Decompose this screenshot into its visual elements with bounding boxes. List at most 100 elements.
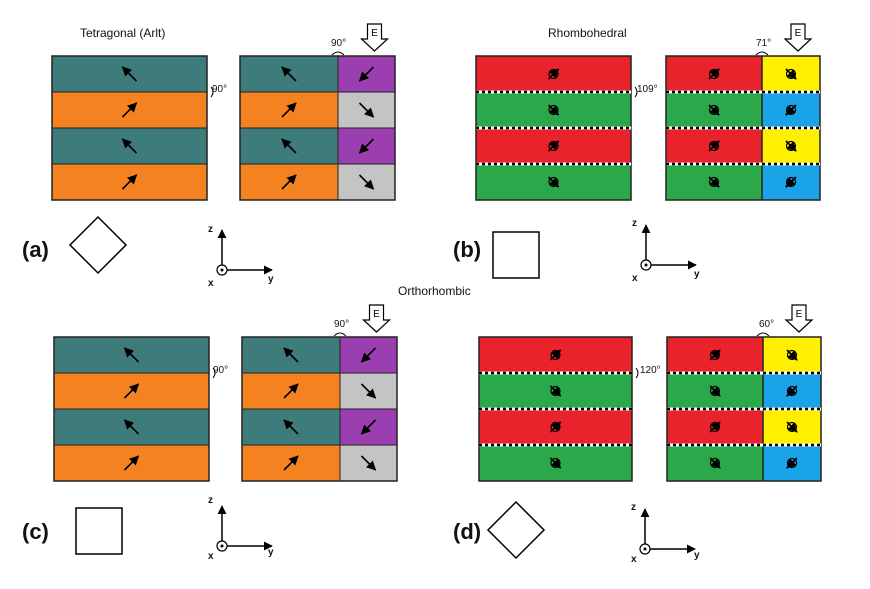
panel-a-polarization-arrow-2: [121, 102, 138, 118]
axis-z-b: z: [632, 218, 637, 229]
panel-c-switched-domain-3: [339, 408, 398, 446]
panel-c-switch-bracket: [333, 332, 347, 337]
panel-c-switched-arrow-1: [360, 347, 377, 363]
panel-b-right-polarization-2-arrow: [708, 104, 720, 116]
axis-y-a: y: [268, 274, 274, 285]
switch-angle-b: 71°: [756, 38, 772, 49]
axis-x-c: x: [208, 551, 214, 562]
panel-c-right-arrow-4: [283, 455, 299, 471]
panel-c-polarization-arrow-3: [123, 419, 140, 435]
panel-c-switched-arrow-3: [360, 419, 377, 435]
panel-a-switched-arrow-1: [358, 66, 375, 82]
panel-d-switched-polarization-2-arrow: [786, 385, 798, 397]
panel-b-field-arrow-label: E: [795, 28, 802, 39]
panel-a-field-arrow: [359, 23, 390, 52]
wall-angle-a: 90°: [212, 84, 228, 95]
panel-d-right-polarization-1-arrow: [709, 349, 721, 361]
panel-a-switched-arrow-4: [358, 174, 375, 190]
panel-label-d: (d): [453, 519, 482, 544]
panel-b-right-polarization-3-arrow: [708, 140, 720, 152]
title-orthorhombic: Orthorhombic: [398, 284, 471, 298]
panel-d-polarization-2-arrow: [549, 385, 562, 397]
panel-c-polarization-arrow-4: [123, 455, 140, 471]
axis-z-c: z: [208, 495, 213, 506]
axes-b-x-center: [644, 263, 648, 267]
panel-d-right-polarization-4-arrow: [709, 457, 721, 469]
wall-angle-c: 90°: [213, 365, 229, 376]
axis-x-d: x: [631, 554, 637, 565]
panel-b-right-polarization-4-arrow: [708, 176, 720, 188]
panel-c-right-block-border: [241, 336, 398, 482]
panel-c-wall-bracket: [212, 367, 216, 379]
axes-c-x-center: [220, 544, 224, 548]
panel-b-polarization-3-arrow: [547, 140, 560, 152]
unit-cell-b: [492, 231, 540, 279]
panel-d-polarization-3-arrow: [549, 421, 562, 433]
panel-b-switch-bracket: [755, 51, 769, 56]
panel-b-field-arrow: [783, 23, 813, 52]
panel-a-polarization-arrow-4: [121, 174, 138, 190]
panel-c-switched-arrow-2: [360, 383, 377, 399]
panel-d-wall-bracket: [635, 367, 639, 379]
panel-a-right-block-border: [239, 55, 396, 201]
panel-d-switched-polarization-4-arrow: [786, 457, 798, 469]
switch-angle-c: 90°: [334, 319, 350, 330]
panel-label-c: (c): [22, 519, 49, 544]
panel-label-b: (b): [453, 237, 482, 262]
panel-b-switched-polarization-2-arrow: [785, 104, 797, 116]
panel-label-a: (a): [22, 237, 49, 262]
switch-angle-d: 60°: [759, 319, 775, 330]
panel-a-field-arrow-label: E: [371, 28, 378, 39]
panel-a-right-arrow-3: [281, 138, 297, 154]
panel-d-polarization-1-arrow: [549, 349, 562, 361]
panel-a-right-arrow-1: [281, 66, 297, 82]
panel-d-switched-polarization-3-arrow: [786, 421, 798, 433]
panel-b-polarization-4-arrow: [547, 176, 560, 188]
panel-c-right-arrow-3: [283, 419, 299, 435]
panel-a-switch-bracket: [331, 51, 345, 56]
panel-b-polarization-1-arrow: [547, 68, 560, 80]
title-tetragonal: Tetragonal (Arlt): [80, 26, 166, 40]
panel-d-polarization-4-arrow: [549, 457, 562, 469]
panel-a-switched-arrow-2: [358, 102, 375, 118]
panel-a-right-arrow-2: [281, 102, 297, 118]
title-rhombohedral: Rhombohedral: [548, 26, 627, 40]
panel-c-field-arrow-label: E: [373, 309, 380, 320]
panel-d-right-polarization-3-arrow: [709, 421, 721, 433]
panel-c-polarization-arrow-1: [123, 347, 140, 363]
panel-b-polarization-2-arrow: [547, 104, 560, 116]
unit-cell-c: [75, 507, 123, 555]
panel-a-left-block-border: [51, 55, 208, 201]
unit-cell-d: [486, 500, 546, 560]
axes-a-x-center: [220, 268, 224, 272]
panel-d-switch-bracket: [756, 332, 770, 337]
axis-y-c: y: [268, 547, 274, 558]
panel-b-switched-polarization-4-arrow: [785, 176, 797, 188]
panel-c-right-arrow-1: [283, 347, 299, 363]
panel-b-switched-polarization-1-arrow: [785, 68, 797, 80]
panel-b-switched-polarization-3-arrow: [785, 140, 797, 152]
panel-a-polarization-arrow-1: [121, 66, 138, 82]
axis-z-d: z: [631, 502, 636, 513]
panel-a-wall-bracket: [210, 86, 214, 98]
panel-d-field-arrow-label: E: [796, 309, 803, 320]
wall-angle-d: 120°: [640, 365, 661, 376]
axes-d-x-center: [643, 547, 647, 551]
panel-c-field-arrow: [361, 304, 392, 333]
panel-a-polarization-arrow-3: [121, 138, 138, 154]
panel-b-right-polarization-1-arrow: [708, 68, 720, 80]
unit-cell-a: [68, 215, 128, 275]
panel-b-wall-bracket: [634, 86, 638, 98]
axis-x-b: x: [632, 273, 638, 284]
panel-c-polarization-arrow-2: [123, 383, 140, 399]
axis-z-a: z: [208, 224, 213, 235]
panel-d-right-polarization-2-arrow: [709, 385, 721, 397]
axis-y-d: y: [694, 550, 700, 561]
panel-c-left-block-border: [53, 336, 210, 482]
panel-d-field-arrow: [784, 304, 814, 333]
panel-c-switched-arrow-4: [360, 455, 377, 471]
panel-d-switched-polarization-1-arrow: [786, 349, 798, 361]
switch-angle-a: 90°: [331, 38, 347, 49]
axis-x-a: x: [208, 278, 214, 289]
